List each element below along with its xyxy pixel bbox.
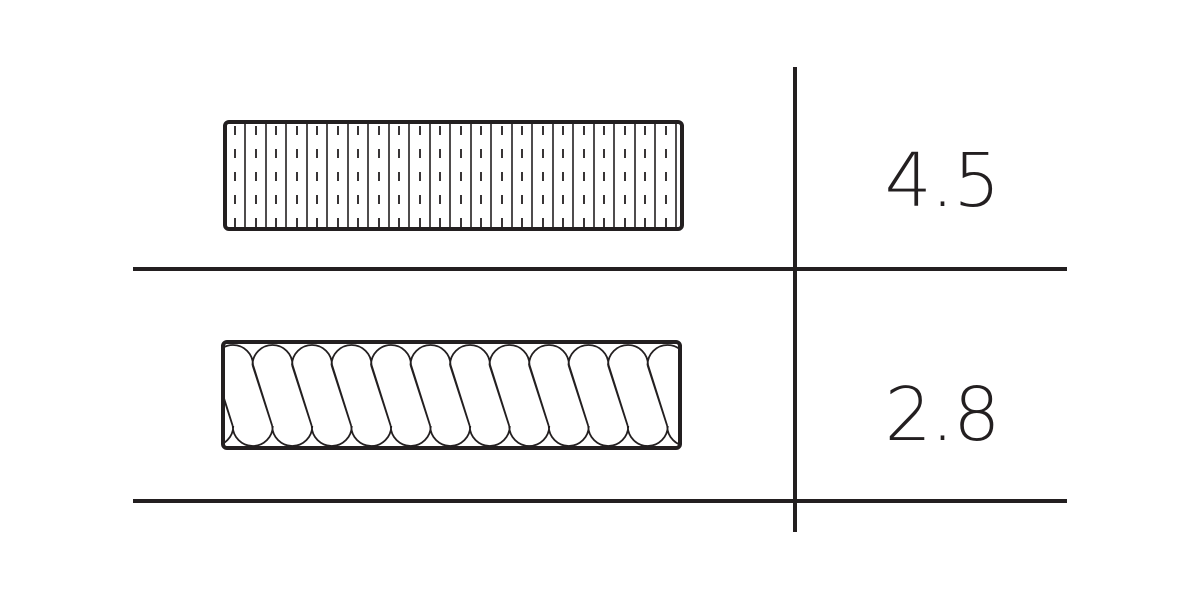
row-divider-1	[133, 267, 1067, 271]
batt-insulation-icon	[221, 340, 682, 450]
row-divider-2	[133, 499, 1067, 503]
row-1-value: 4.5	[884, 138, 1001, 224]
rigid-foam-board-icon	[223, 120, 684, 231]
column-divider	[793, 67, 797, 532]
row-2-value: 2.8	[884, 372, 1001, 458]
